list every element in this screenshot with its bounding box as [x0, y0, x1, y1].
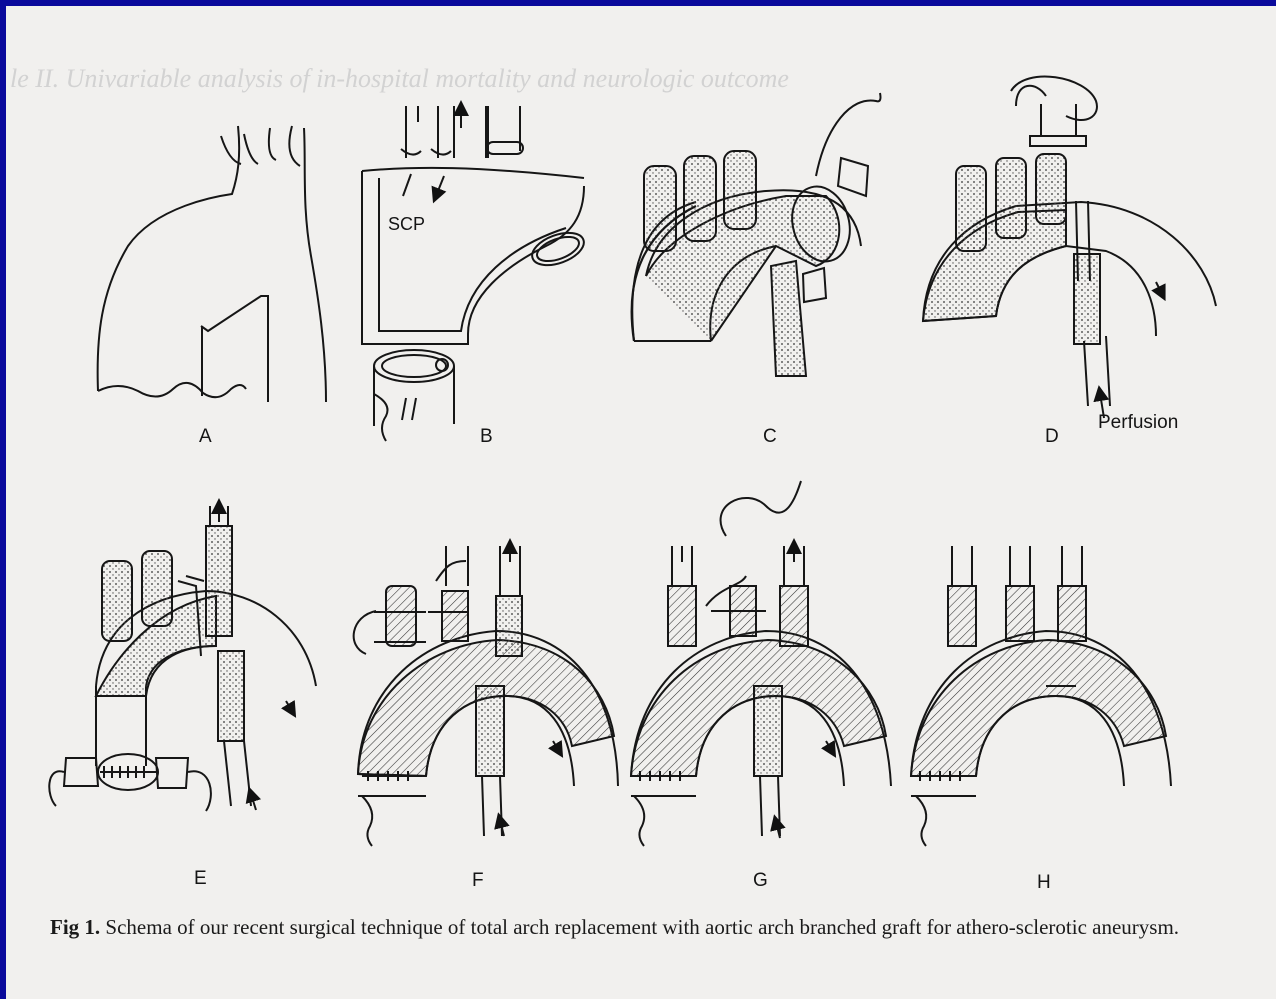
panel-label-d: D — [1045, 426, 1059, 448]
panel-b-drawing — [362, 106, 588, 441]
panel-h-drawing — [911, 546, 1171, 846]
panel-c-drawing — [632, 93, 881, 376]
panel-d-drawing — [923, 77, 1216, 418]
panel-label-g: G — [753, 870, 768, 892]
surgical-schema-drawing — [6, 6, 1276, 999]
panel-label-a: A — [199, 426, 212, 448]
panel-label-c: C — [763, 426, 777, 448]
caption-text: Schema of our recent surgical technique … — [100, 915, 1179, 939]
figure-caption: Fig 1. Schema of our recent surgical tec… — [50, 912, 1260, 943]
perfusion-label: Perfusion — [1098, 412, 1178, 434]
panel-label-f: F — [472, 870, 484, 892]
panel-label-h: H — [1037, 872, 1051, 894]
panel-a-drawing — [98, 126, 326, 402]
panel-g-drawing — [631, 481, 891, 846]
panel-label-b: B — [480, 426, 493, 448]
panel-label-e: E — [194, 868, 207, 890]
caption-lead: Fig 1. — [50, 915, 100, 939]
scanned-page: le II. Univariable analysis of in-hospit… — [6, 6, 1276, 999]
scp-label: SCP — [388, 214, 425, 235]
panel-f-drawing — [354, 546, 618, 846]
panel-e-drawing — [49, 506, 316, 811]
